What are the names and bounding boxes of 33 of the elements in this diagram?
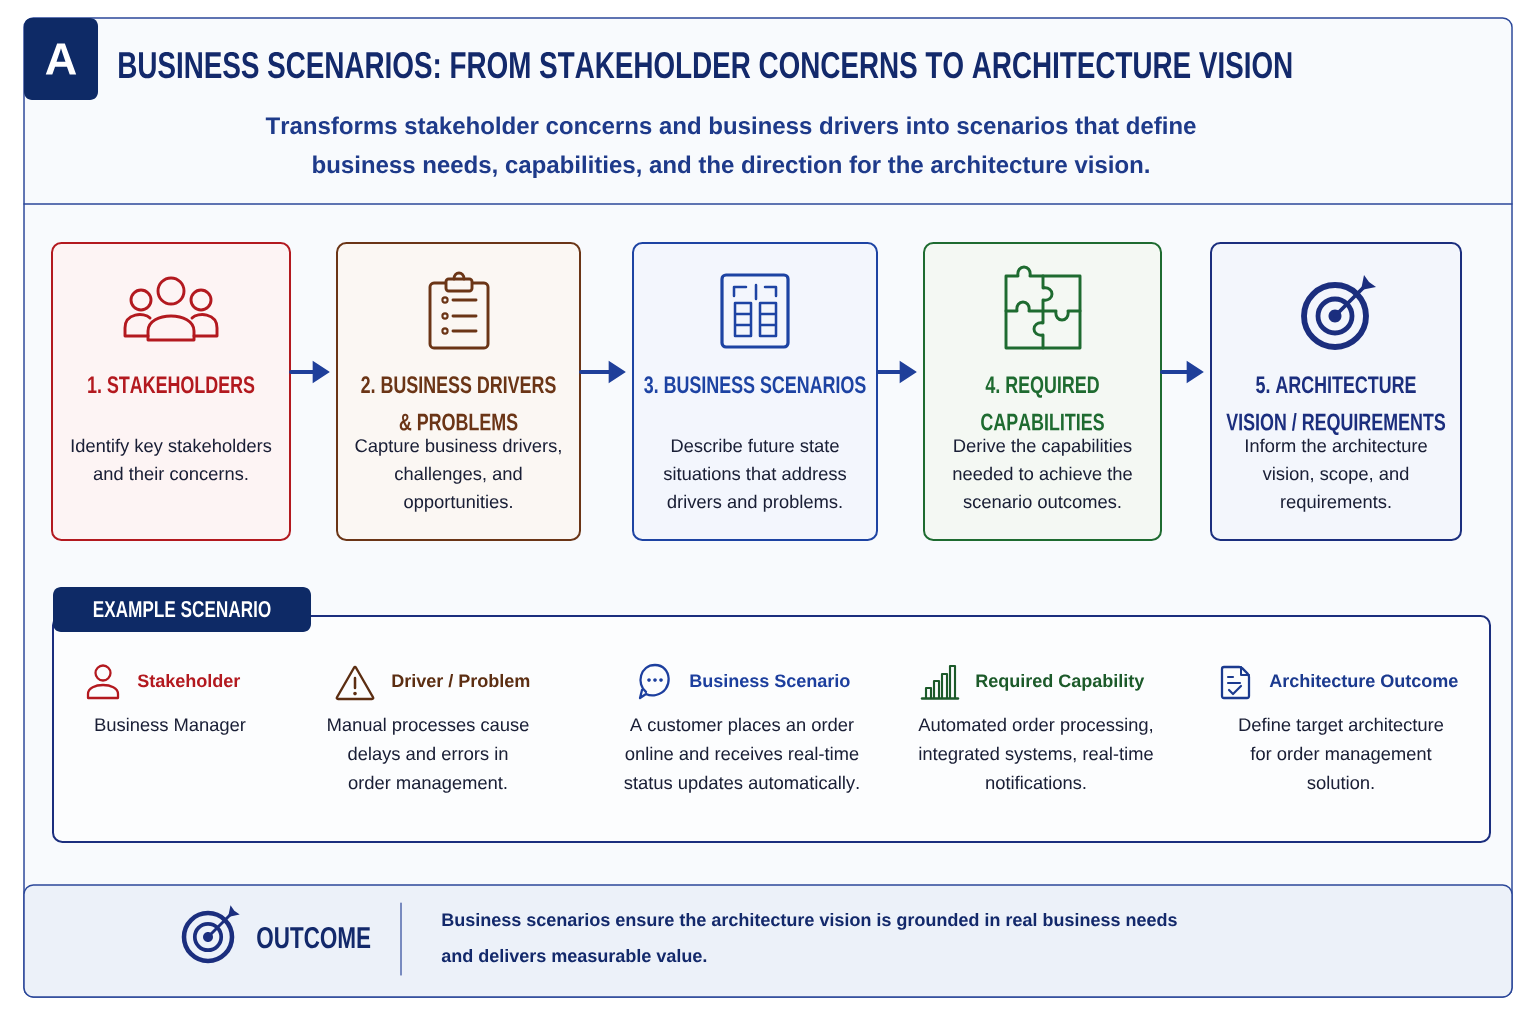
step-text: Derive the capabilities needed to achieve the scenario outcomes. (953, 438, 1132, 509)
column-text: Business Manager (95, 717, 246, 735)
subtitle: Transforms stakeholder concerns and business drivers into scenarios that define business needs, capabilities, and the direction for the architecture vision. (265, 116, 1196, 178)
step-title: 2. BUSINESS DRIVERS & PROBLEMS (361, 376, 556, 431)
band-heading: OUTCOME (257, 926, 371, 949)
step-box (336, 242, 581, 541)
column-heading: Business Scenario (690, 673, 850, 688)
column-text: Define target architecture for order management solution. (1239, 717, 1444, 790)
step-title: 1. STAKEHOLDERS (88, 376, 255, 394)
band-text: Business scenarios ensure the architecture vision is grounded in real business needs and delivers measurable value. (441, 912, 1177, 963)
column-heading: Architecture Outcome (1269, 673, 1458, 688)
step-box (923, 242, 1162, 541)
step-title: 3. BUSINESS SCENARIOS (644, 376, 866, 394)
column-text: Automated order processing, integrated systems, real-time notifications. (918, 717, 1153, 790)
step-box (1210, 242, 1462, 541)
title: BUSINESS SCENARIOS: FROM STAKEHOLDER CONCERNS TO ARCHITECTURE VISION (119, 51, 1292, 79)
column-heading: Stakeholder (137, 673, 241, 688)
letter-badge: A (24, 18, 98, 100)
scenario-panel (52, 587, 1491, 843)
step-box (632, 242, 878, 541)
step-title: 4. REQUIRED CAPABILITIES (981, 376, 1104, 431)
section-tab: EXAMPLE SCENARIO (53, 587, 311, 632)
step-box (51, 242, 291, 541)
step-text: Inform the architecture vision, scope, and requirements. (1246, 438, 1427, 512)
step-text: Describe future state situations that address drivers and problems. (663, 438, 847, 512)
column-text: Manual processes cause delays and errors in order management. (328, 717, 529, 793)
column-text: A customer places an order online and receives real-time status updates automatically. (624, 717, 859, 793)
step-title: 5. ARCHITECTURE VISION / REQUIREMENTS (1226, 376, 1446, 436)
column-heading: Driver / Problem (392, 673, 530, 688)
step-text: Capture business drivers, challenges, and opportunities. (355, 438, 561, 512)
outcome-band (23, 884, 1513, 998)
column-heading: Required Capability (976, 673, 1145, 691)
step-text: Identify key stakeholders and their concerns. (71, 438, 272, 481)
